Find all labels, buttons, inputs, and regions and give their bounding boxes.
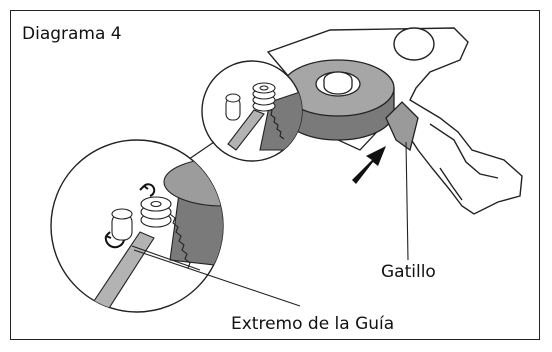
trigger-shape xyxy=(385,101,419,152)
diagram-title: Diagrama 4 xyxy=(22,24,122,44)
rotation-arrows xyxy=(104,183,156,249)
guide-end-label: Extremo de la Guía xyxy=(231,314,395,334)
push-arrow xyxy=(352,146,386,184)
small-zoom-circle xyxy=(201,60,303,162)
label-leader-lines xyxy=(133,141,409,307)
trigger-label: Gatillo xyxy=(381,262,436,282)
large-zoom-circle xyxy=(50,139,224,313)
tape-roll xyxy=(281,59,395,141)
